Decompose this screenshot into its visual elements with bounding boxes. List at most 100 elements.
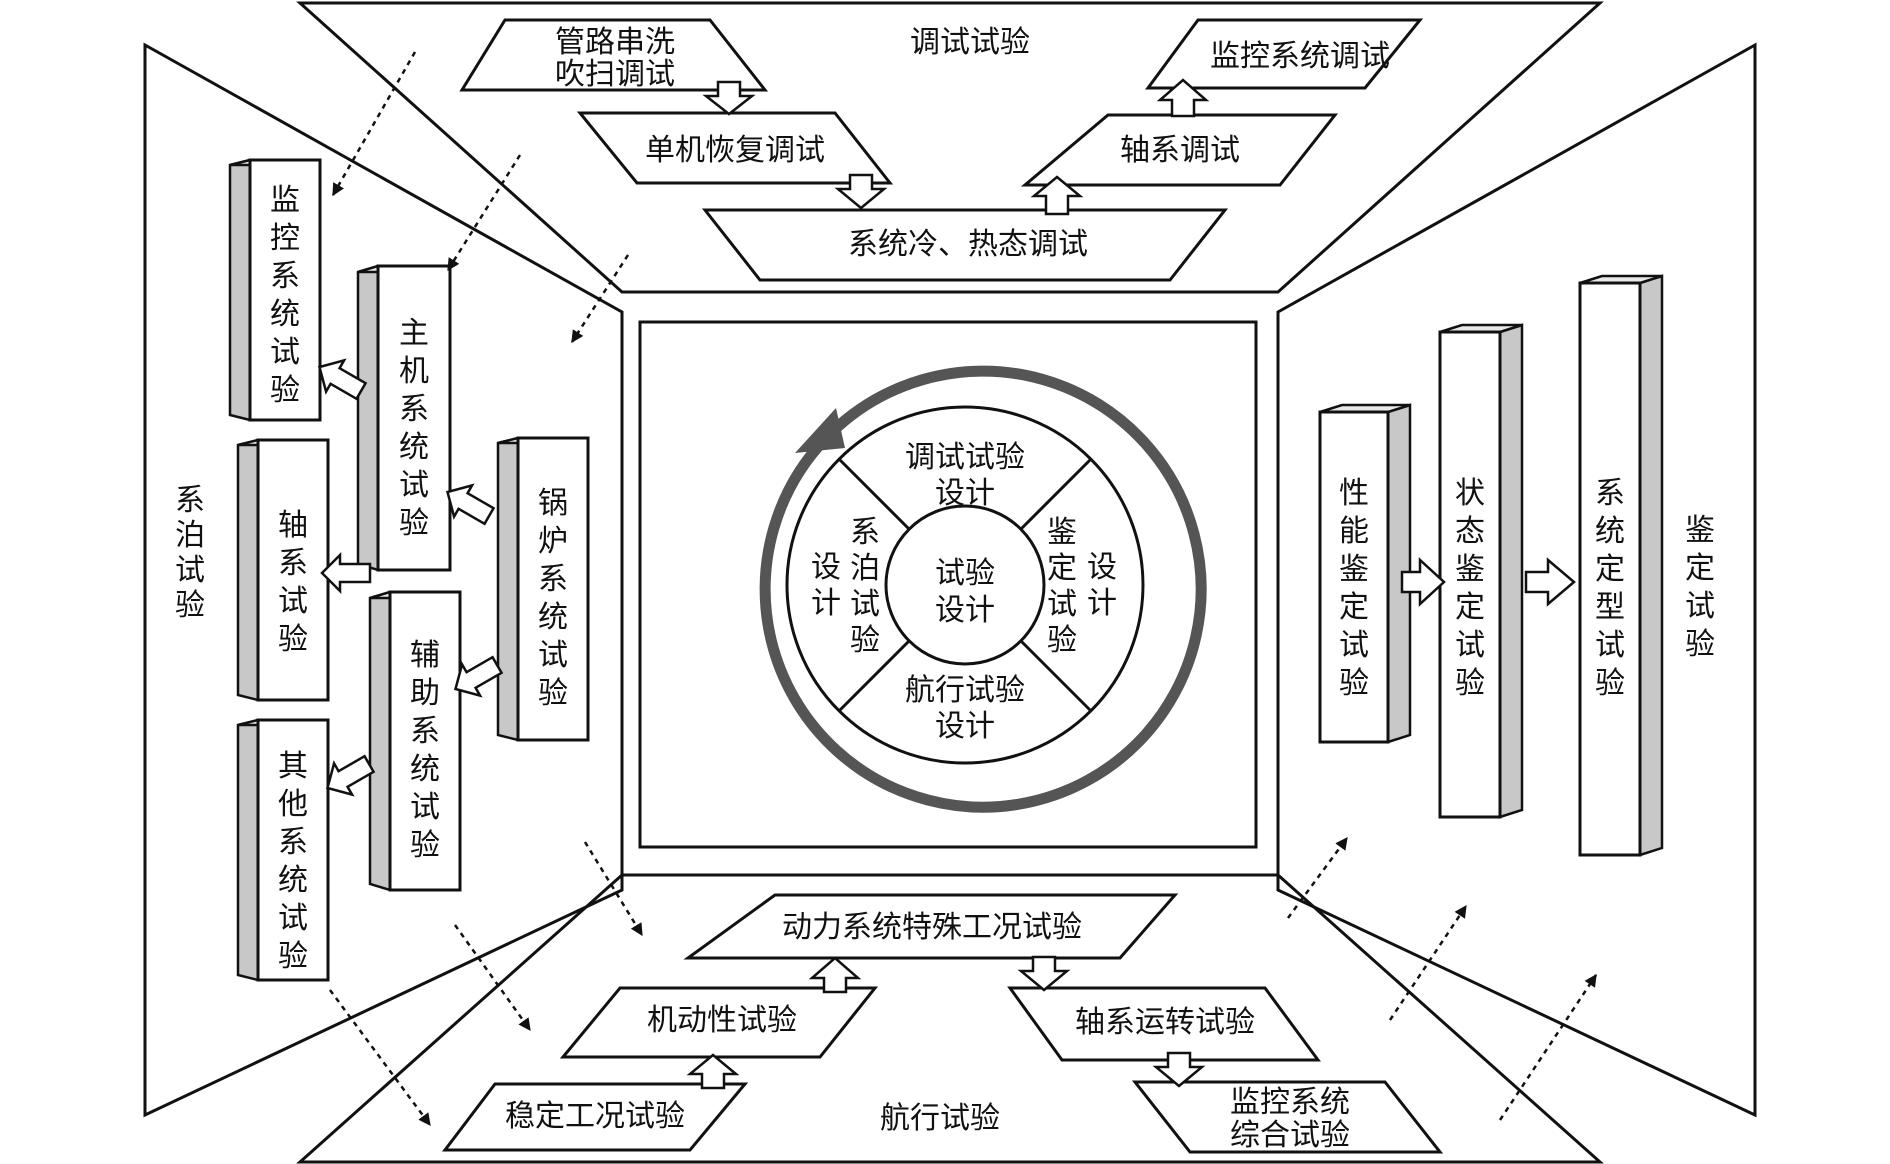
- block-arrow-down-icon: [702, 80, 756, 116]
- svg-text:定: 定: [1685, 551, 1715, 586]
- block-arrow-down-icon: [834, 173, 888, 210]
- svg-text:锅: 锅: [538, 486, 568, 521]
- design-wheel: 试验 设计 调试试验 设计 航行试验 设计 设 计 系 泊 试 验 鉴 定 试 …: [759, 365, 1207, 813]
- svg-text:验: 验: [270, 373, 300, 408]
- svg-text:泊: 泊: [850, 551, 880, 586]
- svg-text:试: 试: [399, 468, 429, 503]
- monitor-debug-box: [1145, 18, 1424, 90]
- shaft-operation-box: [1007, 986, 1321, 1062]
- state-appraisal-box: [1438, 330, 1502, 819]
- single-restore-text: 单机恢复调试: [645, 133, 825, 168]
- pipe-flush-box: [459, 18, 769, 92]
- svg-text:定: 定: [1339, 590, 1369, 625]
- svg-text:统: 统: [399, 430, 429, 465]
- svg-text:主: 主: [399, 316, 429, 351]
- mooring-design-label: 设 计 系 泊 试 验: [811, 515, 880, 658]
- auxiliary-system-test-box: [388, 590, 462, 892]
- svg-text:鉴: 鉴: [1455, 552, 1485, 587]
- shaft-operation-text: 轴系运转试验: [1075, 1005, 1255, 1040]
- core-line1: 试验: [935, 556, 995, 591]
- block-arrow-icon: [325, 754, 376, 797]
- svg-text:定: 定: [1595, 552, 1625, 587]
- svg-text:系: 系: [1595, 476, 1625, 511]
- dotted-arrow-icon: [570, 254, 630, 344]
- svg-text:性: 性: [1339, 476, 1369, 511]
- svg-text:辅: 辅: [410, 638, 440, 673]
- svg-text:能: 能: [1339, 514, 1369, 549]
- performance-appraisal-box: [1318, 410, 1390, 744]
- system-cold-hot-text: 系统冷、热态调试: [848, 227, 1088, 262]
- block-arrow-down-icon: [1152, 1051, 1206, 1088]
- svg-text:状: 状: [1455, 476, 1485, 511]
- maneuverability-text: 机动性试验: [647, 1003, 797, 1038]
- dotted-arrow-icon: [1286, 836, 1349, 919]
- svg-text:系: 系: [850, 515, 880, 550]
- dotted-arrow-icon: [583, 841, 644, 937]
- svg-text:定: 定: [1455, 590, 1485, 625]
- svg-text:统: 统: [278, 863, 308, 898]
- stable-conditions-box: [441, 1082, 749, 1152]
- svg-text:系: 系: [399, 392, 429, 427]
- debug-design-line1: 调试试验: [905, 440, 1025, 475]
- svg-text:验: 验: [278, 939, 308, 974]
- appraisal-design-label: 鉴 定 试 验 设 计: [1047, 515, 1117, 658]
- design-wheel-core: [884, 504, 1046, 666]
- special-conditions-box: [683, 893, 1179, 960]
- dotted-arrow-icon: [446, 154, 522, 272]
- svg-text:试: 试: [1339, 628, 1369, 663]
- dotted-arrow-icon: [453, 924, 532, 1032]
- dotted-arrow-icon: [1498, 973, 1598, 1121]
- svg-text:定: 定: [1047, 551, 1077, 586]
- svg-text:其: 其: [278, 749, 308, 784]
- svg-text:试: 试: [1685, 589, 1715, 624]
- other-system-test-box: [256, 718, 330, 982]
- svg-text:验: 验: [175, 588, 205, 623]
- svg-text:统: 统: [270, 297, 300, 332]
- svg-text:验: 验: [1595, 666, 1625, 701]
- svg-text:验: 验: [410, 828, 440, 863]
- svg-text:统: 统: [1595, 514, 1625, 549]
- single-restore-box: [576, 111, 894, 185]
- svg-text:助: 助: [410, 676, 440, 711]
- boiler-system-test-box: [516, 436, 590, 742]
- top-flow: 管路串洗 吹扫调试 单机恢复调试 系统冷、热态调试 轴系调试 监控系统调试: [459, 18, 1424, 282]
- shaft-debug-box: [1020, 113, 1339, 187]
- sailing-design-line2: 设计: [935, 709, 995, 744]
- svg-text:系: 系: [278, 825, 308, 860]
- dotted-arrow-icon: [331, 51, 417, 197]
- pipe-flush-line2: 吹扫调试: [555, 57, 675, 92]
- main-engine-system-test-box: [376, 264, 452, 572]
- svg-text:系: 系: [538, 562, 568, 597]
- svg-text:试: 试: [278, 584, 308, 619]
- svg-text:系: 系: [278, 546, 308, 581]
- block-arrow-up-icon: [686, 1053, 740, 1090]
- svg-text:验: 验: [850, 623, 880, 658]
- section-sailing-label: 航行试验: [880, 1101, 1000, 1136]
- svg-text:系: 系: [410, 714, 440, 749]
- maneuverability-box: [559, 986, 879, 1059]
- svg-text:试: 试: [270, 335, 300, 370]
- svg-text:机: 机: [399, 354, 429, 389]
- svg-text:泊: 泊: [175, 518, 205, 553]
- block-arrow-icon: [453, 655, 504, 698]
- right-trapezoid: [1276, 42, 1757, 1118]
- svg-text:系: 系: [270, 259, 300, 294]
- block-arrow-up-icon: [808, 956, 862, 994]
- shaft-test-box: [256, 438, 330, 702]
- left-boxes: 监 控 系 统 试 验 主 机 系 统 试 验 轴 系 试 验 锅 炉 系 统 …: [228, 158, 590, 982]
- block-arrow-up-icon: [1030, 175, 1084, 216]
- svg-text:鉴: 鉴: [1047, 515, 1077, 550]
- dotted-arrow-icon: [1388, 904, 1468, 1021]
- system-type-appraisal-box: [1578, 281, 1642, 857]
- svg-text:试: 试: [1455, 628, 1485, 663]
- pipe-flush-line1: 管路串洗: [555, 25, 675, 60]
- svg-text:计: 计: [1087, 586, 1117, 621]
- section-appraisal-label: 鉴 定 试 验: [1685, 513, 1715, 662]
- dotted-arrows: [328, 51, 1598, 1127]
- svg-text:统: 统: [538, 600, 568, 635]
- svg-text:鉴: 鉴: [1339, 552, 1369, 587]
- cycle-ring: [759, 365, 1207, 813]
- monitor-debug-text: 监控系统调试: [1210, 39, 1390, 74]
- svg-text:控: 控: [270, 221, 300, 256]
